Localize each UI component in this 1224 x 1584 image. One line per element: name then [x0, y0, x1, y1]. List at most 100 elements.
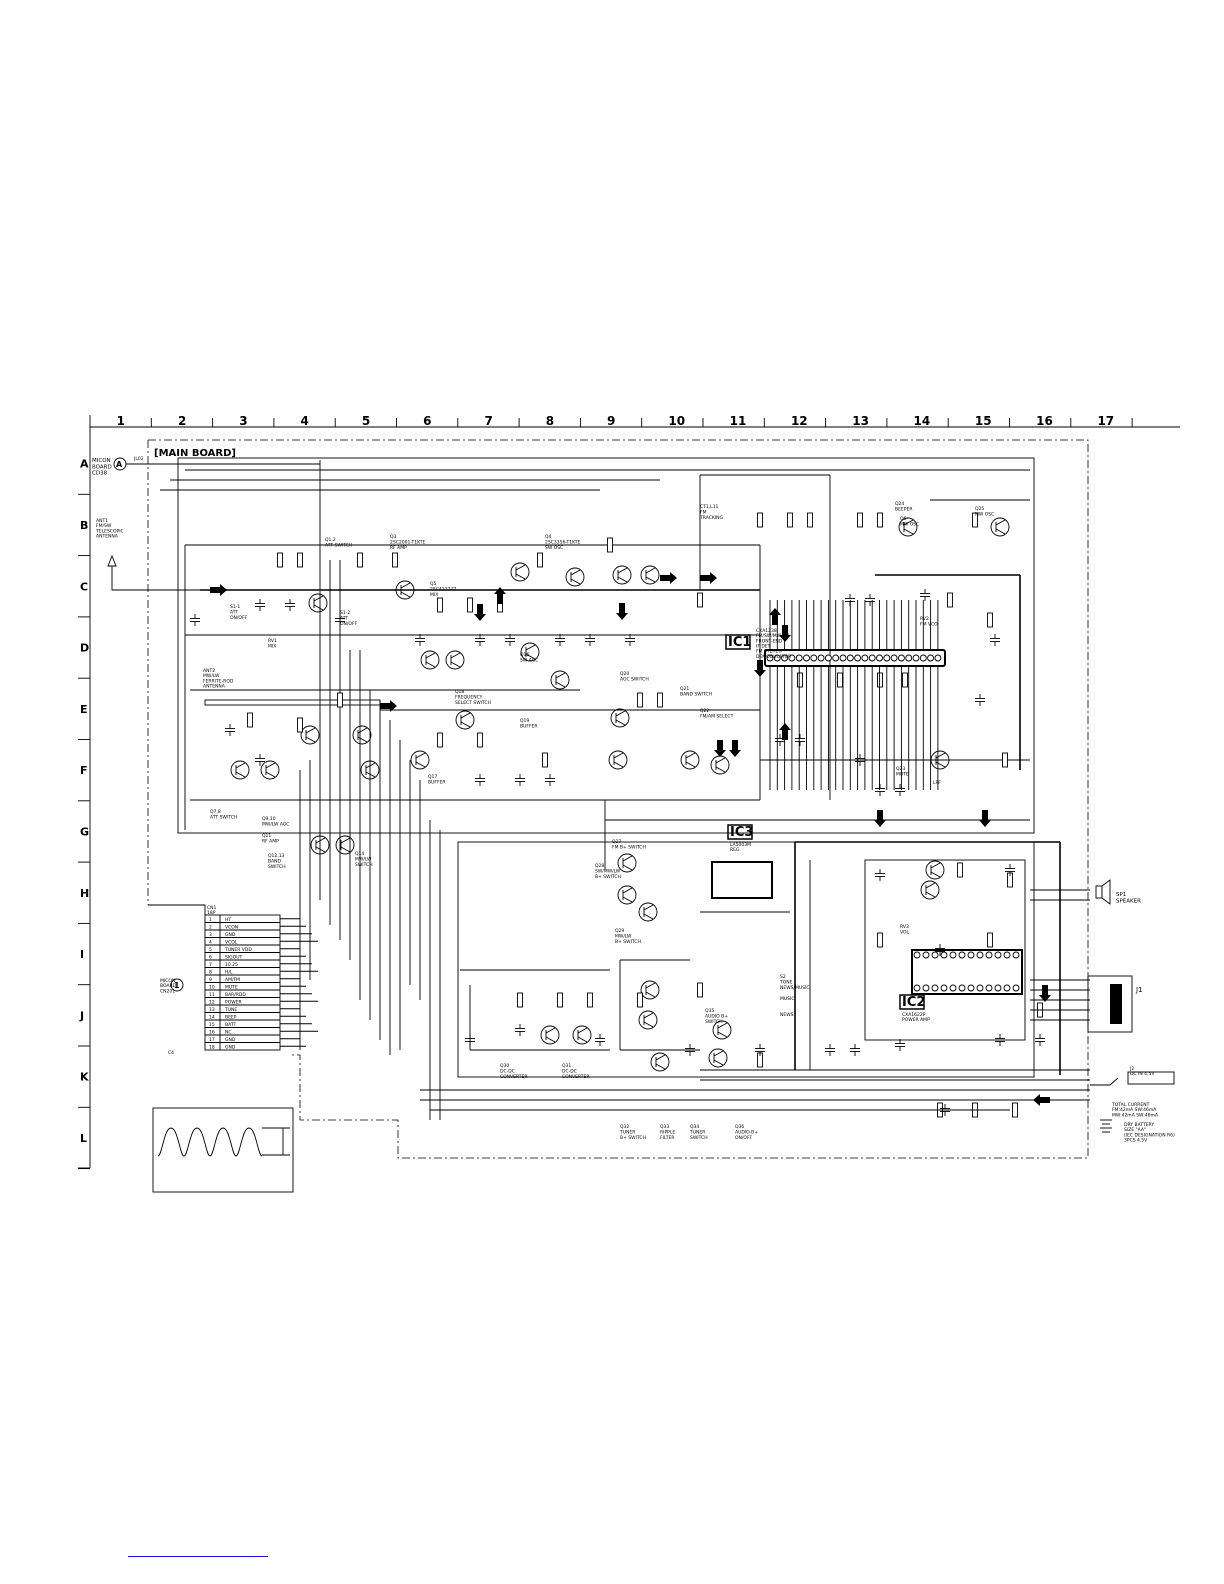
- transistor-symbol: [540, 1025, 560, 1045]
- transistor-symbol: [510, 562, 530, 582]
- cn1-pin-number: 8: [209, 969, 212, 975]
- ic2-pin: [994, 951, 1002, 959]
- resistor-symbol: [1002, 752, 1008, 768]
- transistor-symbol: [445, 650, 465, 670]
- capacitor-symbol: [685, 1044, 695, 1056]
- transistor-symbol: [308, 593, 328, 613]
- capacitor-symbol: [555, 634, 565, 646]
- cn1-pin-name: BATT: [225, 1022, 236, 1028]
- ic1-pin: [883, 654, 891, 662]
- ic2-pin: [958, 984, 966, 992]
- ic1-pin: [861, 654, 869, 662]
- ic2-pin: [994, 984, 1002, 992]
- signal-arrow: [494, 587, 506, 604]
- resistor-symbol: [467, 597, 473, 613]
- cn1-pin-number: 16: [209, 1029, 215, 1035]
- cn1-pin-number: 10: [209, 984, 215, 990]
- signal-arrow: [729, 740, 741, 757]
- cn1-pin-name: TUNE: [224, 1007, 237, 1013]
- signal-arrow: [1039, 985, 1051, 1002]
- cn1-pin-number: 1: [209, 917, 212, 923]
- grid-column-label: 9: [607, 414, 615, 428]
- ic1-pin: [927, 654, 935, 662]
- transistor-symbol: [898, 517, 918, 537]
- ic2-pin: [1012, 984, 1020, 992]
- resistor-symbol: [357, 552, 363, 568]
- ic1-title: IC1: [728, 635, 751, 650]
- signal-arrow: [769, 608, 781, 625]
- transistor-symbol: [617, 853, 637, 873]
- power-section-frame: [457, 841, 1035, 1078]
- transistor-symbol: [650, 1052, 670, 1072]
- resistor-symbol: [877, 512, 883, 528]
- capacitor-symbol: [895, 784, 905, 796]
- resistor-symbol: [607, 537, 613, 553]
- cn1-pin-name: MUTE: [225, 984, 238, 990]
- capacitor-symbol: [755, 1044, 765, 1056]
- grid-row-label: C: [80, 580, 88, 593]
- transistor-symbol: [260, 760, 280, 780]
- capacitor-symbol: [225, 724, 235, 736]
- grid-column-label: 5: [362, 414, 370, 428]
- resistor-symbol: [987, 932, 993, 948]
- grid-column-label: 2: [178, 414, 186, 428]
- resistor-symbol: [957, 862, 963, 878]
- resistor-symbol: [837, 672, 843, 688]
- resistor-symbol: [392, 552, 398, 568]
- transistor-symbol: [640, 980, 660, 1000]
- capacitor-symbol: [505, 634, 515, 646]
- battery-symbol: [1100, 1119, 1112, 1133]
- capacitor-symbol: [935, 944, 945, 956]
- grid-row-label: L: [80, 1132, 87, 1145]
- capacitor-group: [190, 589, 1045, 1116]
- cn1-pin-number: 3: [209, 932, 212, 938]
- ic2-pin: [1003, 951, 1011, 959]
- grid-column-label: 11: [730, 414, 747, 428]
- footer-link-line[interactable]: [128, 1556, 268, 1557]
- switch-news-text: NEWS: [780, 1012, 794, 1018]
- capacitor-symbol: [1005, 864, 1015, 876]
- resistor-symbol: [537, 552, 543, 568]
- transistor-symbol: [565, 567, 585, 587]
- resistor-symbol: [247, 712, 253, 728]
- grid-row-label: B: [80, 519, 88, 532]
- ic2-pin: [1012, 951, 1020, 959]
- ic2-title: IC2: [902, 995, 925, 1010]
- capacitor-symbol: [865, 594, 875, 606]
- ic1-pin: [817, 654, 825, 662]
- ic2-pin: [949, 984, 957, 992]
- block-label: LPF: [933, 780, 941, 786]
- transistor-symbol: [455, 710, 475, 730]
- resistor-symbol: [277, 552, 283, 568]
- ic1-pin: [876, 654, 883, 662]
- connector-a-letter: A: [116, 460, 123, 469]
- resistor-symbol: [757, 512, 763, 528]
- grid-row-label: F: [80, 764, 88, 777]
- resistor-symbol: [857, 512, 863, 528]
- grid-column-label: 12: [791, 414, 808, 428]
- capacitor-symbol: [475, 634, 485, 646]
- cn1-pin-number: 12: [209, 999, 215, 1005]
- transistor-symbol: [608, 750, 628, 770]
- rf-section-frame: [177, 457, 1035, 834]
